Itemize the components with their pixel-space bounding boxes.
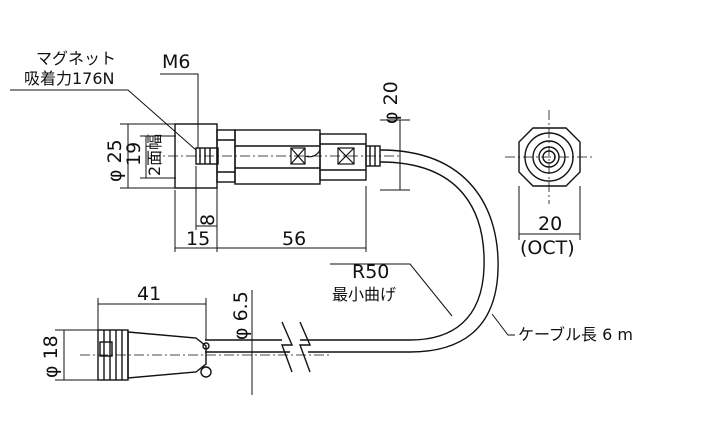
dim-56: 56 [282,228,306,250]
dim-41: 41 [137,283,161,305]
dim-8: 8 [197,214,219,226]
magnet-force: 吸着力176N [24,69,115,88]
dim-phi18: φ 18 [40,335,62,378]
thread-label: M6 [162,51,190,73]
dim-phi65: φ 6.5 [230,291,252,340]
labels: マグネット 吸着力176N M6 φ 25 19 2面幅 φ 20 15 8 5… [24,49,633,378]
dim-15: 15 [186,228,210,250]
hex-end-view [505,110,595,204]
radius-label: R50 [352,261,389,283]
across-flats: 2面幅 [145,134,164,176]
connector-nut [319,133,367,181]
dim-19: 19 [123,142,145,166]
dimension-lines [10,73,581,395]
cable [205,149,499,373]
oct-label: (OCT) [520,237,575,259]
dim-phi25: φ 25 [104,139,126,182]
magnet-label: マグネット [36,49,116,68]
dim-phi20: φ 20 [380,81,402,124]
min-bend-label: 最小曲げ [332,285,396,304]
cable-length-label: ケーブル長 6 m [518,325,633,344]
dim-hex-20: 20 [538,213,562,235]
